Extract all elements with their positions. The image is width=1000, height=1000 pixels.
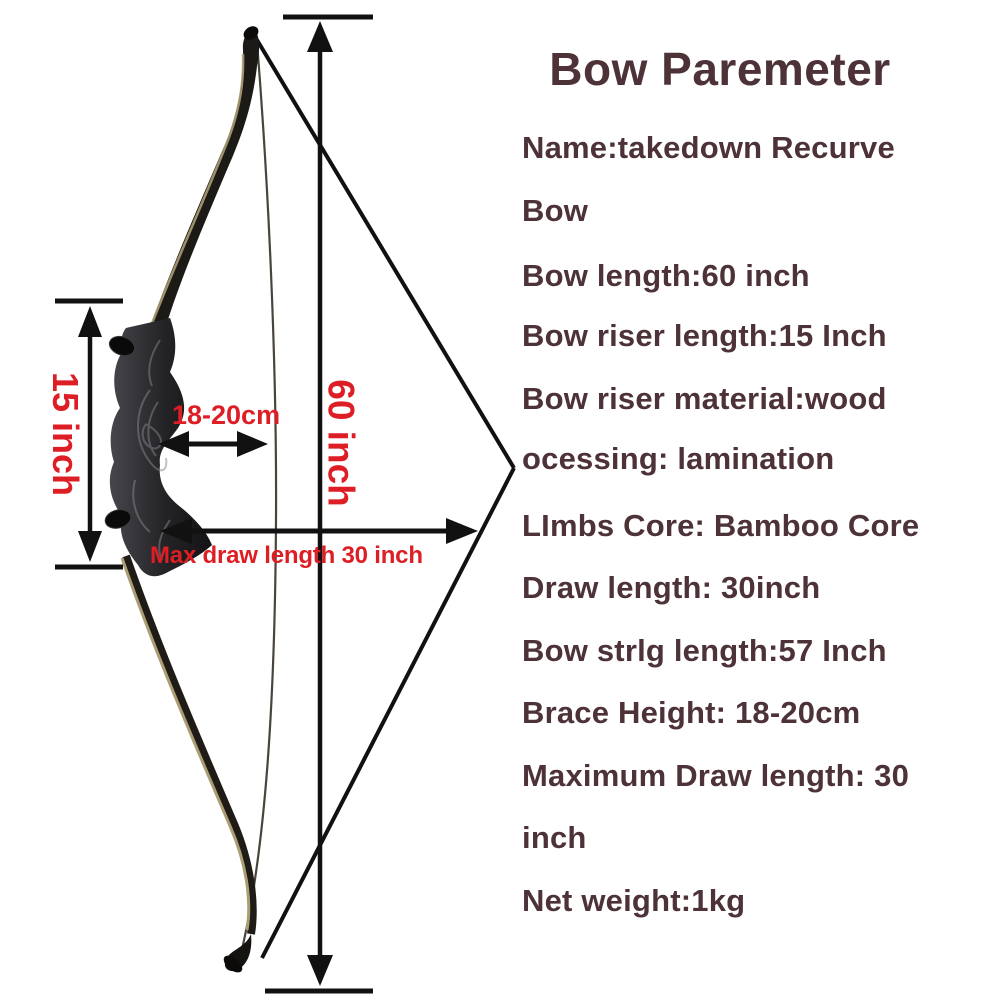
bow-upper-limb-edge (149, 53, 245, 327)
bow-upper-limb (148, 31, 260, 339)
drawn-string-lower (260, 467, 516, 959)
spec-name-cont: Bow (522, 193, 589, 228)
spec-limbs-core: LImbs Core: Bamboo Core (522, 508, 920, 543)
bowstring (238, 41, 278, 959)
riser-length-label: 15 inch (45, 371, 86, 497)
brace-height-arrow (158, 431, 268, 457)
spec-max-draw: Maximum Draw length: 30 (522, 758, 910, 793)
limb-bolt-top (108, 335, 136, 357)
spec-string-length: Bow strlg length:57 Inch (522, 633, 887, 668)
max-draw-arrow (160, 518, 478, 544)
spec-riser-material: Bow riser material:wood (522, 381, 887, 416)
bow-length-dimension (265, 14, 373, 994)
bow-lower-limb (122, 554, 257, 935)
spec-net-weight: Net weight:1kg (522, 883, 746, 918)
spec-bow-length: Bow length:60 inch (522, 258, 810, 293)
riser-length-dimension (55, 298, 123, 570)
page-title: Bow Paremeter (549, 43, 891, 95)
max-draw-label: Max draw length 30 inch (150, 542, 423, 569)
spec-max-draw-cont: inch (522, 820, 587, 855)
spec-processing: ocessing: lamination (522, 441, 835, 476)
spec-name: Name:takedown Recurve (522, 130, 895, 165)
limb-tip-top (243, 26, 259, 40)
limb-tip-bottom-knob (223, 955, 243, 973)
drawn-string-upper (255, 38, 516, 470)
spec-brace-height: Brace Height: 18-20cm (522, 695, 861, 730)
spec-draw-length: Draw length: 30inch (522, 570, 821, 605)
limb-bolt-bottom (104, 509, 132, 529)
bow-lower-limb-edge (120, 557, 251, 931)
spec-riser-length: Bow riser length:15 Inch (522, 318, 887, 353)
brace-height-label: 18-20cm (172, 400, 281, 430)
bow-length-label: 60 inch (320, 379, 362, 507)
